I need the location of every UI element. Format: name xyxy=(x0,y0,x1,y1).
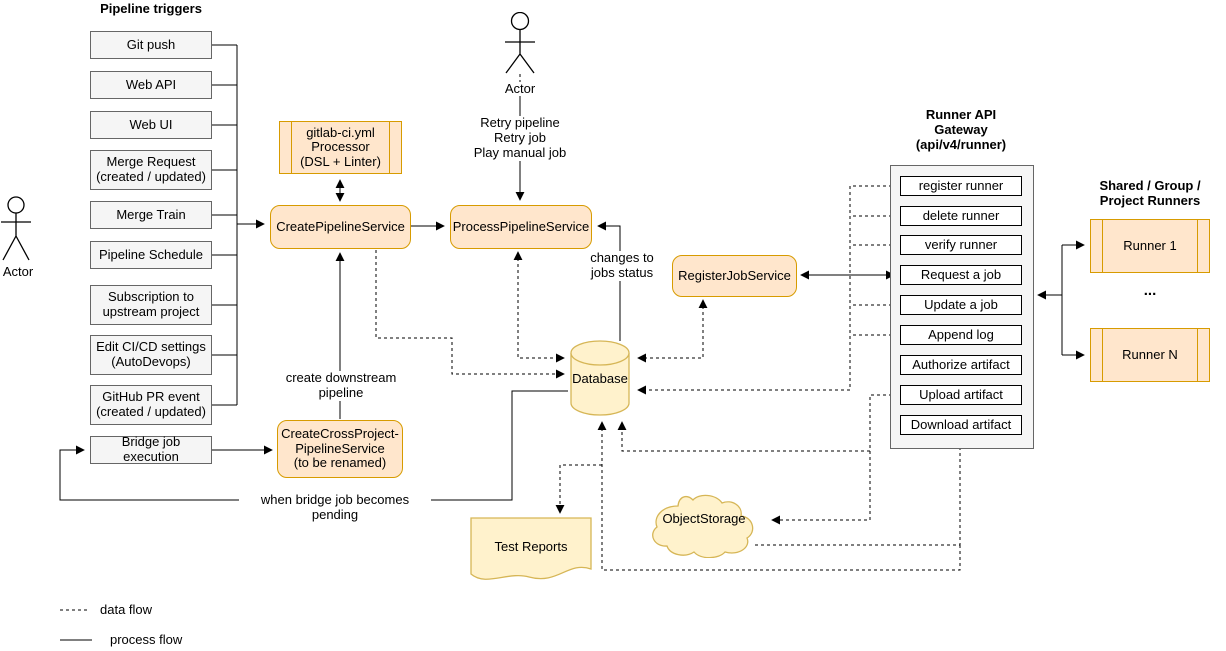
actor-left-icon xyxy=(1,196,31,261)
endpoint-register-runner: register runner xyxy=(900,176,1022,196)
database-cylinder-icon xyxy=(570,340,630,416)
trigger-web-ui: Web UI xyxy=(90,111,212,139)
endpoint-delete-runner: delete runner xyxy=(900,206,1022,226)
edge-createpipeline-to-database xyxy=(375,250,565,379)
triggers-title: Pipeline triggers xyxy=(100,1,202,16)
trigger-subscription: Subscription to upstream project xyxy=(90,285,212,325)
actor-top-figure xyxy=(502,11,538,79)
edge-database-to-processpipeline xyxy=(597,221,621,341)
bridge-pending-label: when bridge job becomes pending xyxy=(239,492,431,523)
trigger-bridge-job: Bridge job execution xyxy=(90,435,212,464)
actor-top-label: Actor xyxy=(504,81,536,96)
object-storage-shape xyxy=(645,486,763,561)
trigger-merge-train: Merge Train xyxy=(90,201,212,229)
create-downstream-label: create downstream pipeline xyxy=(282,370,400,401)
runners-ellipsis: ... xyxy=(1143,282,1157,299)
actor-left-figure xyxy=(0,196,36,267)
trigger-pipeline-schedule: Pipeline Schedule xyxy=(90,241,212,269)
actor-top-icon xyxy=(505,11,535,74)
test-reports-document-icon xyxy=(470,517,592,580)
test-reports-shape xyxy=(470,517,592,592)
runners-title: Shared / Group / Project Runners xyxy=(1099,178,1201,208)
gateway-title: Runner API Gateway (api/v4/runner) xyxy=(915,107,1007,152)
trigger-web-api: Web API xyxy=(90,71,212,99)
actor-actions-label: Retry pipeline Retry job Play manual job xyxy=(452,115,588,161)
trigger-merge-request: Merge Request (created / updated) xyxy=(90,150,212,190)
edge-database-to-testreports xyxy=(555,464,602,514)
edge-gateway-bus xyxy=(849,185,898,390)
endpoint-verify-runner: verify runner xyxy=(900,235,1022,255)
create-cross-project-pipeline-service: CreateCrossProject- PipelineService (to … xyxy=(277,420,403,478)
endpoint-update-a-job: Update a job xyxy=(900,295,1022,315)
process-pipeline-service: ProcessPipelineService xyxy=(450,205,592,249)
endpoint-upload-artifact: Upload artifact xyxy=(900,385,1022,405)
legend-data-flow-label: data flow xyxy=(100,602,153,617)
endpoint-download-artifact: Download artifact xyxy=(900,415,1022,435)
object-storage-cloud-icon xyxy=(652,494,754,559)
runner-1: Runner 1 xyxy=(1090,219,1210,273)
edge-trigger-bus xyxy=(212,44,238,406)
object-storage-label: ObjectStorage xyxy=(662,511,746,526)
trigger-edit-cicd: Edit CI/CD settings (AutoDevops) xyxy=(90,335,212,375)
endpoint-request-a-job: Request a job xyxy=(900,265,1022,285)
edge-registerjob-database xyxy=(637,299,708,363)
endpoint-authorize-artifact: Authorize artifact xyxy=(900,355,1022,375)
edge-processpipeline-database xyxy=(513,251,565,363)
runner-n: Runner N xyxy=(1090,328,1210,382)
edge-bottom-to-database xyxy=(597,421,961,571)
create-pipeline-service: CreatePipelineService xyxy=(270,205,411,249)
actor-left-label: Actor xyxy=(2,264,34,279)
database-label: Database xyxy=(572,371,628,386)
edge-upload-to-objectstorage xyxy=(771,394,898,525)
register-job-service: RegisterJobService xyxy=(672,255,797,297)
changes-to-jobs-status-label: changes to jobs status xyxy=(589,250,655,281)
edge-objectstorage-to-download xyxy=(755,439,965,546)
test-reports-label: Test Reports xyxy=(494,539,568,554)
trigger-git-push: Git push xyxy=(90,31,212,59)
edge-upload-to-database xyxy=(617,421,870,452)
trigger-github-pr: GitHub PR event (created / updated) xyxy=(90,385,212,425)
endpoint-append-log: Append log xyxy=(900,325,1022,345)
database-shape xyxy=(570,339,630,422)
legend-process-flow-label: process flow xyxy=(110,632,183,647)
gitlab-ci-processor: gitlab-ci.yml Processor (DSL + Linter) xyxy=(279,121,402,174)
